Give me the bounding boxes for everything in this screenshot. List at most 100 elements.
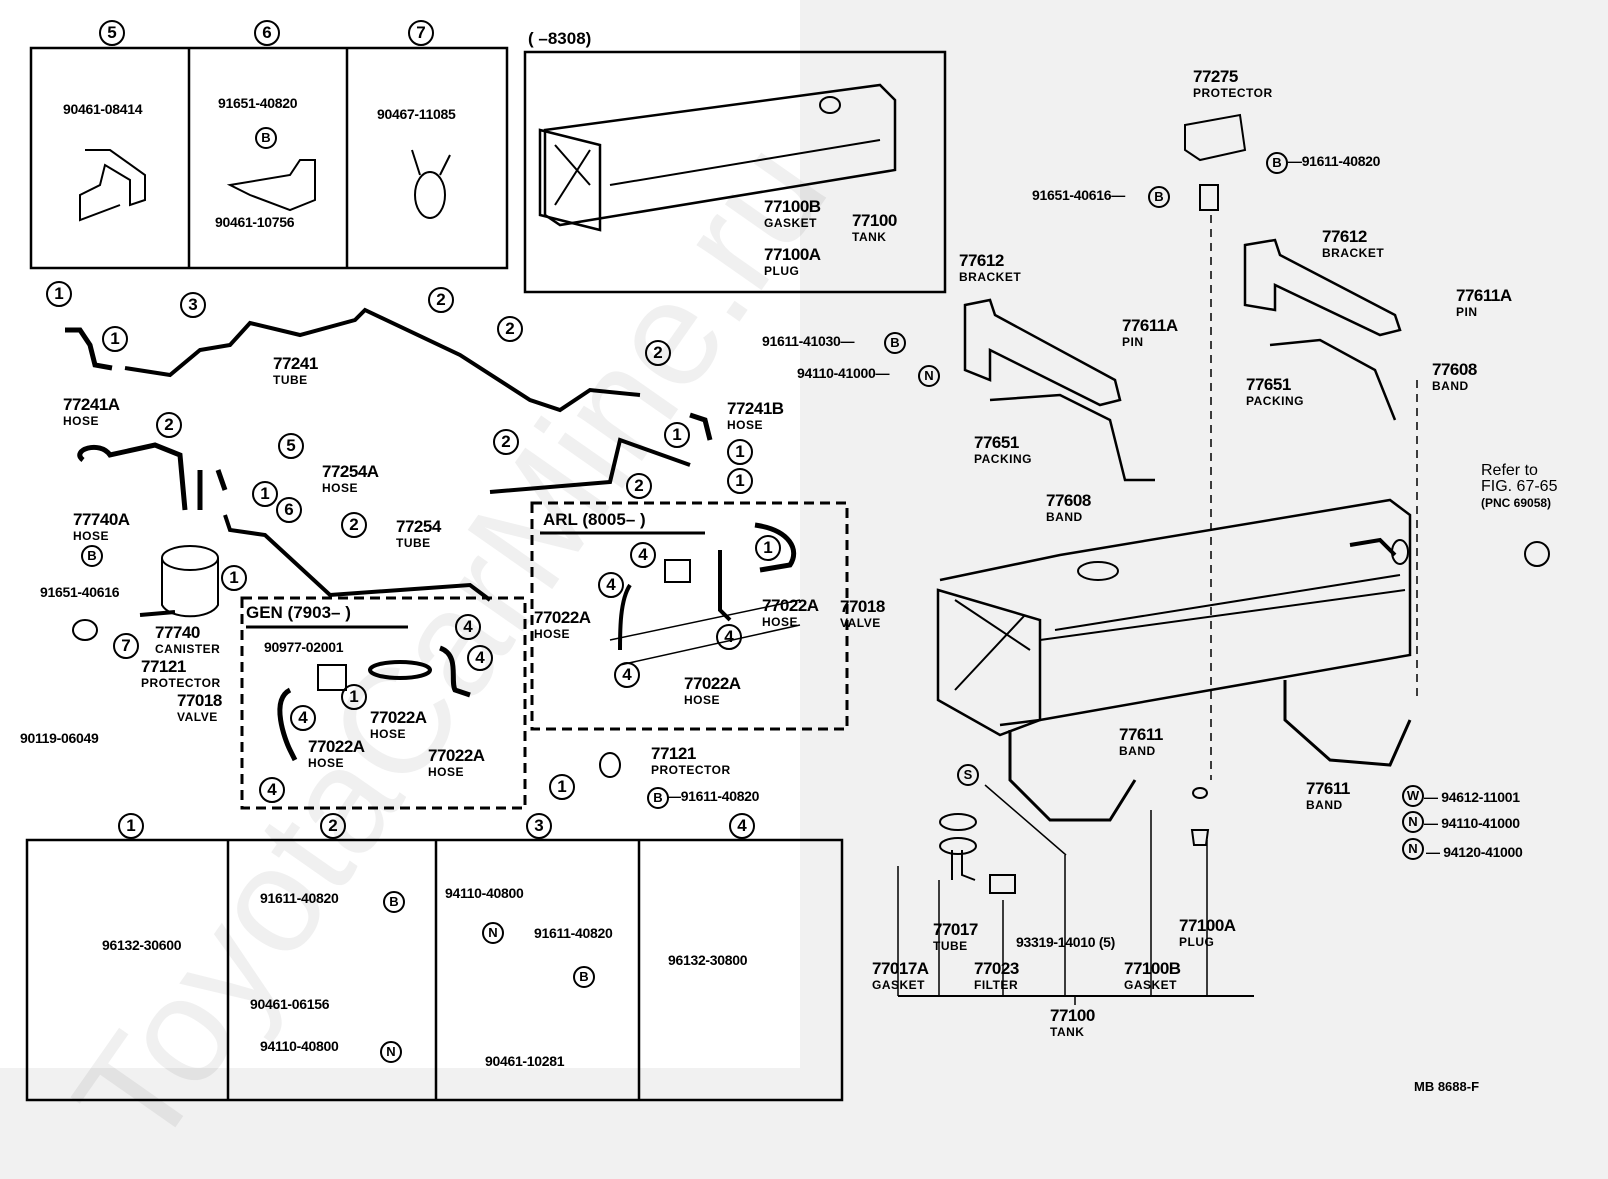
callout-1: 1 — [221, 565, 247, 591]
symbol-b: B — [647, 787, 669, 809]
early-tank-box-frame — [523, 50, 947, 294]
callout-1: 1 — [102, 326, 128, 352]
symbol-b: B — [1148, 186, 1170, 208]
symbol-n: N — [1402, 838, 1424, 860]
callout-1: 1 — [549, 774, 575, 800]
part-96132-30600: 96132-30600 — [102, 937, 182, 953]
callout-4: 4 — [290, 705, 316, 731]
callout-4: 4 — [467, 645, 493, 671]
part-91651-40616: 91651-40616— — [1032, 187, 1125, 203]
callout-2: 2 — [497, 316, 523, 342]
part-91611-40820: 91611-40820 — [260, 890, 339, 906]
part-90467-11085: 90467-11085 — [377, 106, 456, 122]
callout-4: 4 — [259, 777, 285, 803]
part-94110-41000: — 94110-41000 — [1424, 815, 1520, 831]
part-91611-40820: —91611-40820 — [667, 788, 760, 804]
part-90461-10756: 90461-10756 — [215, 214, 295, 230]
callout-1: 1 — [252, 481, 278, 507]
symbol-b: B — [81, 545, 103, 567]
callout-2: 2 — [645, 340, 671, 366]
arl-box-title: ARL (8005– ) — [543, 510, 646, 529]
symbol-b: B — [255, 127, 277, 149]
part-94612-11001: — 94612-11001 — [1424, 789, 1520, 805]
inset-boxes-frame — [29, 46, 509, 270]
gen-box-frame — [240, 596, 527, 810]
part-91651-40820: 91651-40820 — [218, 95, 298, 111]
bottom-boxes-frame — [25, 838, 844, 1102]
part-91611-41030: 91611-41030— — [762, 333, 855, 349]
callout-3: 3 — [180, 292, 206, 318]
symbol-n: N — [380, 1041, 402, 1063]
callout-1: 1 — [341, 684, 367, 710]
part-90461-08414: 90461-08414 — [63, 101, 143, 117]
callout-1: 1 — [118, 813, 144, 839]
callout-3: 3 — [526, 813, 552, 839]
symbol-b: B — [1266, 152, 1288, 174]
callout-1: 1 — [46, 281, 72, 307]
callout-4: 4 — [716, 624, 742, 650]
callout-7: 7 — [408, 20, 434, 46]
callout-1: 1 — [664, 422, 690, 448]
symbol-b: B — [884, 332, 906, 354]
gen-box-title: GEN (7903– ) — [246, 603, 351, 622]
part-96132-30800: 96132-30800 — [668, 952, 748, 968]
part-90461-10281: 90461-10281 — [485, 1053, 565, 1069]
part-90119-06049: 90119-06049 — [20, 730, 99, 746]
symbol-n: N — [918, 365, 940, 387]
callout-2: 2 — [341, 512, 367, 538]
symbol-b: B — [383, 891, 405, 913]
part-94110-40800: 94110-40800 — [260, 1038, 339, 1054]
part-90977-02001: 90977-02001 — [264, 639, 344, 655]
callout-1: 1 — [727, 468, 753, 494]
callout-1: 1 — [755, 535, 781, 561]
callout-4: 4 — [630, 542, 656, 568]
part-91651-40616: 91651-40616 — [40, 584, 120, 600]
callout-6: 6 — [254, 20, 280, 46]
callout-7: 7 — [113, 633, 139, 659]
symbol-b: B — [573, 966, 595, 988]
part-90461-06156: 90461-06156 — [250, 996, 330, 1012]
part-93319-14010: 93319-14010 (5) — [1016, 934, 1116, 950]
callout-2: 2 — [493, 429, 519, 455]
callout-2: 2 — [428, 287, 454, 313]
symbol-s: S — [957, 764, 979, 786]
figure-code: MB 8688-F — [1414, 1079, 1480, 1094]
callout-5: 5 — [278, 433, 304, 459]
callout-4: 4 — [455, 614, 481, 640]
